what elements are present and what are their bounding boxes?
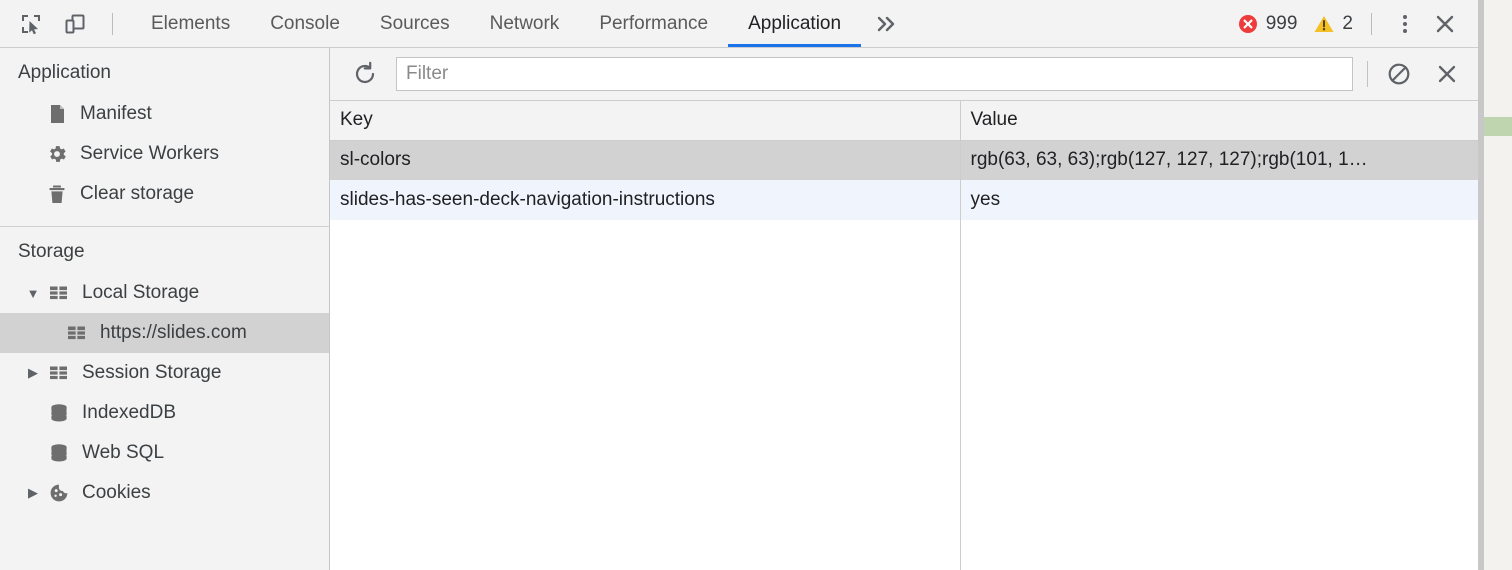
cell-value[interactable]: yes xyxy=(960,180,1478,220)
sidebar-item-manifest-label: Manifest xyxy=(80,103,152,124)
sidebar-item-manifest[interactable]: Manifest xyxy=(0,94,329,134)
storage-main-panel: Key Value sl-colors rgb(63, 63, 63);rgb(… xyxy=(330,48,1478,570)
tab-sources-label: Sources xyxy=(379,12,450,34)
warning-count: 2 xyxy=(1342,12,1353,34)
inspect-element-icon[interactable] xyxy=(14,7,48,41)
more-tabs-icon[interactable] xyxy=(861,0,913,47)
delete-selected-icon[interactable] xyxy=(1430,57,1464,91)
cookie-icon xyxy=(46,482,72,504)
sidebar-item-web-sql-label: Web SQL xyxy=(82,442,165,463)
device-toolbar-icon[interactable] xyxy=(58,7,92,41)
tab-performance-label: Performance xyxy=(599,12,709,34)
database-icon xyxy=(46,442,72,464)
tab-console-label: Console xyxy=(270,12,340,34)
sidebar-item-cookies[interactable]: ▶ Cookies xyxy=(0,473,329,513)
sidebar-section-application: Application Manifest xyxy=(0,48,329,227)
clear-all-icon[interactable] xyxy=(1382,57,1416,91)
sidebar-section-storage: Storage ▼ xyxy=(0,227,329,525)
sidebar-item-slides-origin[interactable]: https://slides.com xyxy=(0,313,329,353)
page-content-sliver xyxy=(1484,0,1512,570)
error-icon xyxy=(1238,14,1257,33)
toolbar-right-group: 999 2 xyxy=(1237,0,1478,47)
sidebar-item-clear-storage[interactable]: Clear storage xyxy=(0,174,329,214)
more-options-icon[interactable] xyxy=(1390,9,1420,39)
tab-application[interactable]: Application xyxy=(728,0,861,47)
devtools-resizer[interactable] xyxy=(1478,0,1484,570)
warning-icon xyxy=(1314,15,1334,32)
chevron-right-icon[interactable]: ▶ xyxy=(28,365,38,380)
sidebar-section-storage-title: Storage xyxy=(18,241,85,262)
database-icon xyxy=(46,402,72,424)
table-row[interactable]: slides-has-seen-deck-navigation-instruct… xyxy=(330,180,1478,220)
table-grid-icon xyxy=(46,362,72,384)
toolbar-divider-right xyxy=(1371,12,1372,35)
table-header-row: Key Value xyxy=(330,101,1478,141)
tab-network[interactable]: Network xyxy=(470,0,580,47)
sidebar-item-indexeddb-label: IndexedDB xyxy=(82,402,177,423)
sidebar-item-web-sql[interactable]: Web SQL xyxy=(0,433,329,473)
toolbar-left-icons xyxy=(0,0,131,47)
sidebar-section-application-title: Application xyxy=(18,62,111,83)
tab-network-label: Network xyxy=(489,12,560,34)
filter-input[interactable] xyxy=(396,57,1353,91)
table-row[interactable]: sl-colors rgb(63, 63, 63);rgb(127, 127, … xyxy=(330,140,1478,180)
devtools-tabbar: Elements Console Sources Network Perform… xyxy=(0,0,1478,48)
chevron-down-icon[interactable]: ▼ xyxy=(26,285,40,301)
trash-icon xyxy=(44,183,70,205)
sidebar-item-indexeddb[interactable]: IndexedDB xyxy=(0,393,329,433)
sidebar-item-cookies-label: Cookies xyxy=(82,482,151,503)
sidebar-item-service-workers[interactable]: Service Workers xyxy=(0,134,329,174)
tab-elements-label: Elements xyxy=(151,12,231,34)
table-grid-icon xyxy=(46,282,72,304)
close-devtools-icon[interactable] xyxy=(1428,7,1462,41)
column-divider[interactable] xyxy=(960,101,961,570)
devtools-panel: Elements Console Sources Network Perform… xyxy=(0,0,1478,570)
sidebar-item-session-storage-label: Session Storage xyxy=(82,362,222,383)
page-green-band xyxy=(1484,117,1512,136)
tab-sources[interactable]: Sources xyxy=(360,0,470,47)
gear-icon xyxy=(44,143,70,165)
error-count: 999 xyxy=(1265,12,1298,34)
sidebar-item-session-storage[interactable]: ▶ Session Storage xyxy=(0,353,329,393)
column-header-key[interactable]: Key xyxy=(330,101,961,141)
sidebar-item-clear-storage-label: Clear storage xyxy=(80,183,195,204)
cell-key[interactable]: sl-colors xyxy=(330,140,961,180)
storage-toolbar xyxy=(330,48,1478,101)
cell-value[interactable]: rgb(63, 63, 63);rgb(127, 127, 127);rgb(1… xyxy=(960,140,1478,180)
tab-performance[interactable]: Performance xyxy=(579,0,728,47)
storage-data-grid[interactable]: Key Value sl-colors rgb(63, 63, 63);rgb(… xyxy=(330,101,1478,570)
tab-console[interactable]: Console xyxy=(250,0,360,47)
application-sidebar: Application Manifest xyxy=(0,48,330,570)
sidebar-item-local-storage[interactable]: ▼ Local Storage xyxy=(0,273,329,313)
tab-application-label: Application xyxy=(748,12,842,34)
panel-tabs: Elements Console Sources Network Perform… xyxy=(131,0,913,47)
column-header-value[interactable]: Value xyxy=(960,101,1478,141)
toolbar-divider xyxy=(1367,61,1368,87)
tab-elements[interactable]: Elements xyxy=(131,0,250,47)
storage-table: Key Value sl-colors rgb(63, 63, 63);rgb(… xyxy=(330,101,1478,220)
refresh-icon[interactable] xyxy=(348,57,382,91)
document-icon xyxy=(44,103,70,125)
warning-counter[interactable]: 2 xyxy=(1313,13,1353,35)
cell-key[interactable]: slides-has-seen-deck-navigation-instruct… xyxy=(330,180,961,220)
sidebar-item-service-workers-label: Service Workers xyxy=(80,143,220,164)
sidebar-item-local-storage-label: Local Storage xyxy=(82,282,200,303)
chevron-right-icon[interactable]: ▶ xyxy=(28,485,38,500)
error-counter[interactable]: 999 xyxy=(1237,12,1298,35)
toolbar-divider xyxy=(112,12,113,35)
panel-body: Application Manifest xyxy=(0,48,1478,570)
sidebar-item-slides-origin-label: https://slides.com xyxy=(100,322,247,343)
table-grid-icon xyxy=(64,322,90,344)
